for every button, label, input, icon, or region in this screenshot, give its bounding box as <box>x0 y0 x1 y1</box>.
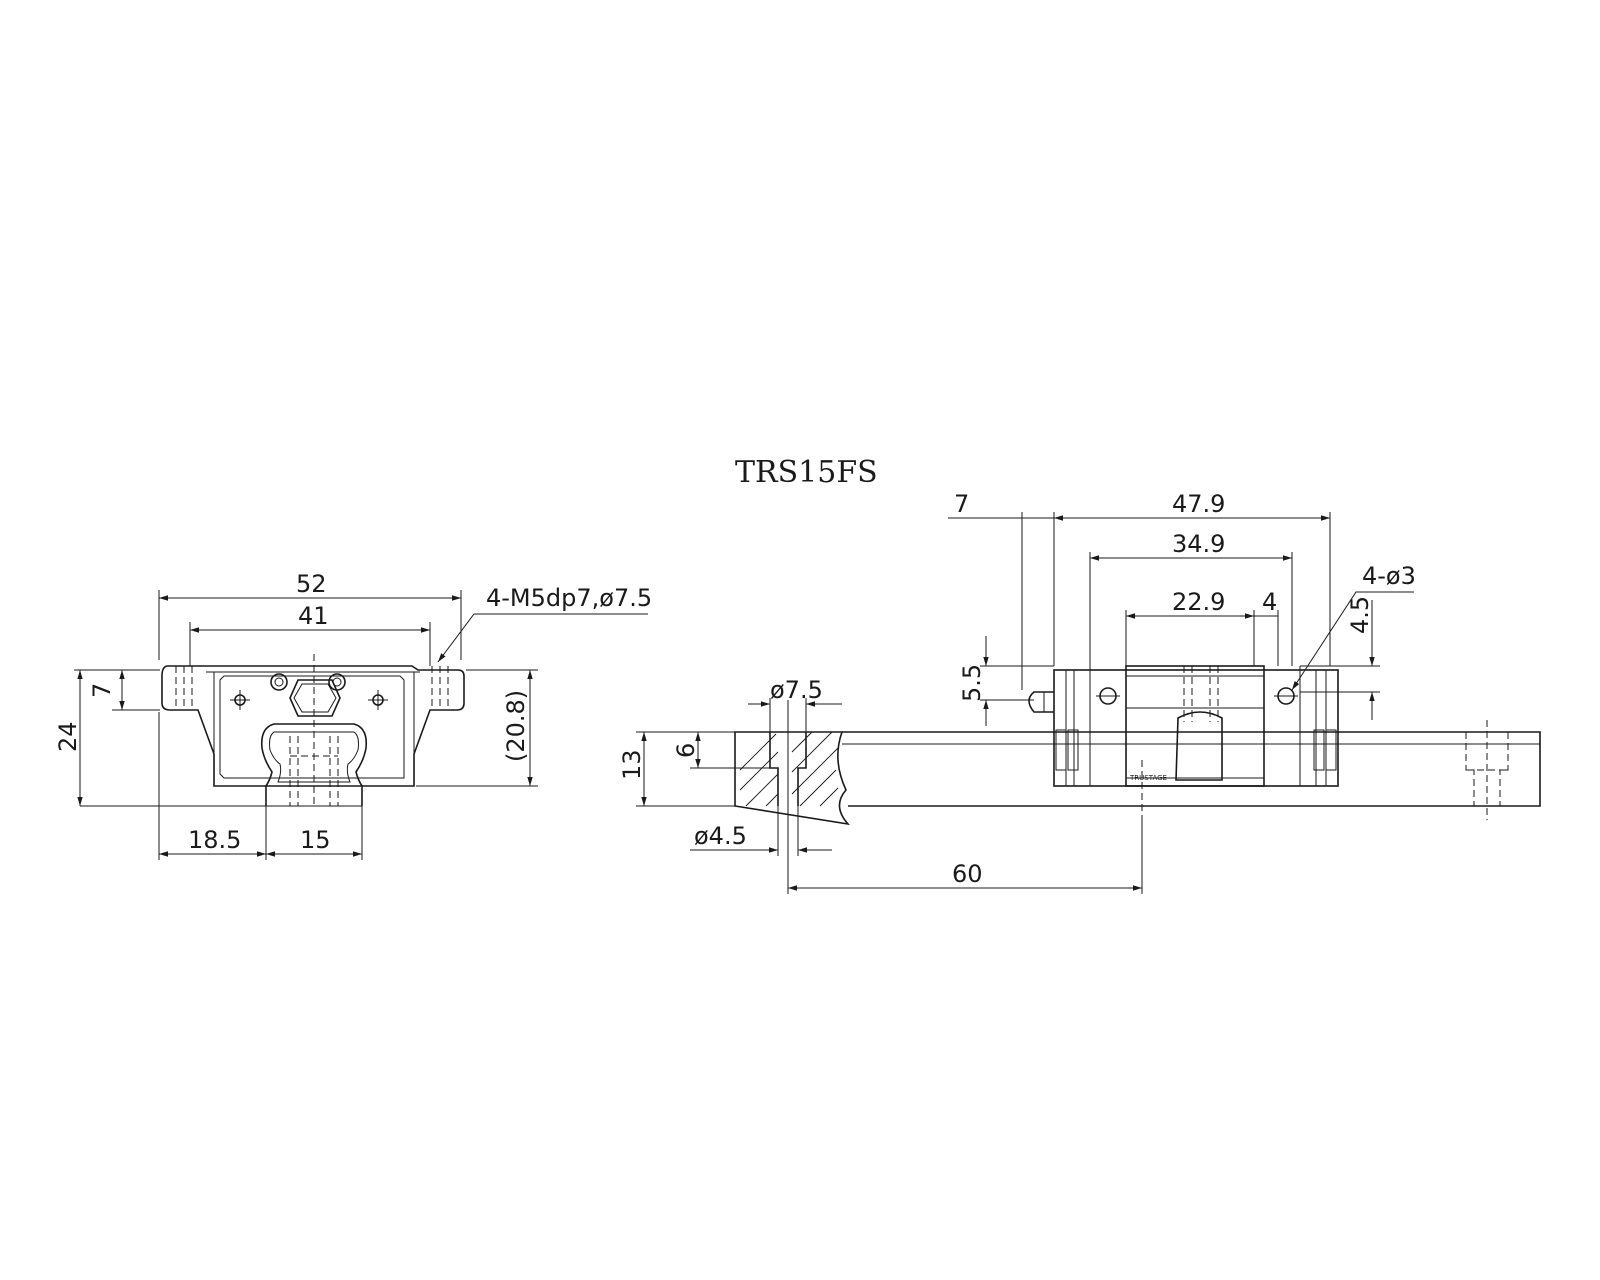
small-hole-leader <box>1291 591 1414 691</box>
dim-small-hole-height: 4.5 <box>1346 596 1374 634</box>
end-seal-screw-right <box>328 673 346 691</box>
dim-body-length: 34.9 <box>1172 530 1225 558</box>
dim-479-extension <box>1021 512 1331 690</box>
dim-small-hole-offset: 4 <box>1262 588 1277 616</box>
dim-width-overall: 52 <box>296 570 327 598</box>
front-view: 52 41 4-M5dp7,ø7.5 7 24 (20.8) 18.5 15 <box>54 570 652 860</box>
block-end-plate <box>219 675 405 779</box>
seal-plate-left-inner <box>1067 729 1079 771</box>
flange-hole-right-hidden <box>431 666 449 710</box>
end-seal-screw-left <box>270 673 288 691</box>
block-body-lines <box>1126 675 1264 779</box>
rail-groove-inner <box>269 731 359 783</box>
block-body <box>1125 665 1265 787</box>
dim-height-overall: 24 <box>54 721 82 752</box>
small-hole-callout: 4-ø3 <box>1362 562 1416 590</box>
end-seal-screw-right-inner <box>332 677 342 687</box>
dim-bolt-hole-dia: ø4.5 <box>694 822 747 850</box>
hole-callout-leader <box>437 613 648 663</box>
lube-port-right-cross <box>368 690 388 710</box>
block-body-inner <box>206 671 420 786</box>
hole-callout-text: 4-M5dp7,ø7.5 <box>486 584 652 612</box>
block-window <box>1175 711 1223 781</box>
rail-section-hatch <box>739 731 839 807</box>
dim-rail-hole-pitch: 60 <box>952 860 983 888</box>
dim-rail-height: 13 <box>618 749 646 780</box>
seal-plate-right-inner <box>1313 729 1325 771</box>
dim-7-extension <box>112 669 160 711</box>
rail-top <box>842 731 1541 807</box>
flange-hole-left-hidden <box>175 666 193 710</box>
block-end-caps <box>1065 666 1327 786</box>
dim-208-extension <box>416 669 538 787</box>
dim-bottom-extension <box>158 712 363 860</box>
dim-13-extension <box>636 731 735 807</box>
lube-port-left-cross <box>230 690 250 710</box>
drawing-title: TRS15FS <box>735 455 878 490</box>
dim-block-length: 47.9 <box>1172 490 1225 518</box>
grease-nipple-side <box>1028 691 1054 713</box>
rail-right-hole-hidden <box>1465 732 1509 806</box>
seal-plate-right <box>1325 729 1337 771</box>
dim-nipple-height: 5.5 <box>958 664 986 702</box>
dim-349-extension <box>1089 552 1293 666</box>
dim-nipple-length: 7 <box>954 490 969 518</box>
dim-counterbore-depth: 6 <box>672 743 700 758</box>
dim-hole-spacing: 22.9 <box>1172 588 1225 616</box>
rail-section-left <box>734 731 851 826</box>
dim-counterbore-dia: ø7.5 <box>770 676 823 704</box>
dim-rail-width: 15 <box>300 826 331 854</box>
rail-bolt-hole-hidden <box>289 736 339 806</box>
block-outline <box>1053 669 1339 787</box>
dim-flange-thickness: 7 <box>88 683 116 698</box>
end-seal-screw-left-inner <box>274 677 284 687</box>
dim-55-extension <box>980 665 1054 701</box>
block-logo: TRUSTAGE <box>1129 774 1167 782</box>
rail-counterbore <box>769 732 807 806</box>
dim-edge-to-rail: 18.5 <box>188 826 241 854</box>
seal-plate-left <box>1055 729 1067 771</box>
side-view: TRUSTAGE 47.9 7 34.9 22.9 4 4-ø3 4.5 5.5 <box>618 490 1541 894</box>
grease-nipple-hex <box>289 679 341 717</box>
dim-block-height: (20.8) <box>502 690 530 762</box>
grease-nipple-hex-inner <box>293 683 337 713</box>
dim-52-extension <box>158 590 462 660</box>
dim-229-extension <box>1125 610 1279 666</box>
dim-45-extension <box>1300 665 1380 693</box>
dim-hole-pitch: 41 <box>298 602 329 630</box>
